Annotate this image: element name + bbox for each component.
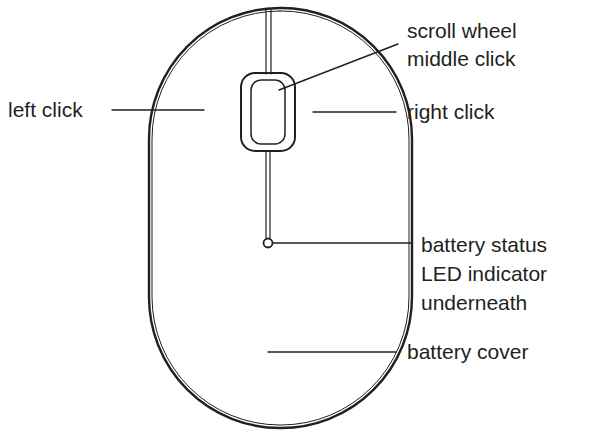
mouse-body-inner bbox=[152, 11, 409, 425]
button-seam bbox=[265, 10, 266, 74]
part-label: scroll wheel middle click bbox=[407, 17, 557, 73]
leader-line bbox=[273, 242, 412, 243]
part-label: right click bbox=[407, 98, 557, 126]
button-seam bbox=[270, 10, 271, 74]
button-seam bbox=[265, 151, 266, 238]
leader-line bbox=[313, 111, 396, 112]
mouse-body bbox=[149, 8, 412, 428]
leader-line bbox=[112, 109, 204, 110]
part-label: battery status LED indicator underneath bbox=[421, 230, 587, 317]
led-indicator bbox=[264, 239, 273, 248]
leader-line bbox=[268, 351, 396, 352]
button-seam bbox=[269, 151, 270, 238]
part-label: left click bbox=[8, 96, 108, 124]
scroll-wheel-housing bbox=[241, 73, 295, 151]
part-label: battery cover bbox=[407, 338, 587, 366]
leader-line bbox=[279, 44, 398, 90]
